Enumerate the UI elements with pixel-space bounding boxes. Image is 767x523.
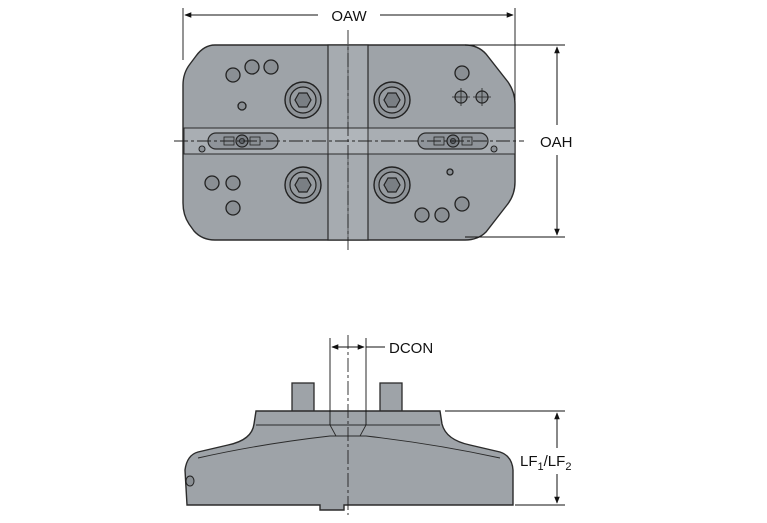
lf-label: LF1/LF2 — [520, 453, 571, 473]
oah-label: OAH — [540, 134, 573, 151]
oah-dimension: OAH — [465, 44, 573, 238]
top-view — [174, 30, 524, 250]
lf-dimension: LF1/LF2 — [445, 410, 571, 506]
oaw-label: OAW — [331, 8, 367, 25]
hex-screw-bottom-right — [373, 166, 411, 204]
right-pin — [379, 382, 403, 413]
side-view — [184, 335, 514, 515]
hex-screw-top-left — [284, 81, 322, 119]
hex-screw-top-right — [373, 81, 411, 119]
oaw-dimension: OAW — [182, 8, 516, 100]
left-pin — [291, 382, 315, 413]
mounting-holes — [204, 59, 470, 223]
dcon-label: DCON — [389, 340, 433, 357]
hex-screw-bottom-left — [284, 166, 322, 204]
locator-pin-holes — [452, 88, 491, 106]
dcon-dimension: DCON — [329, 338, 433, 425]
side-view-body — [184, 410, 514, 511]
